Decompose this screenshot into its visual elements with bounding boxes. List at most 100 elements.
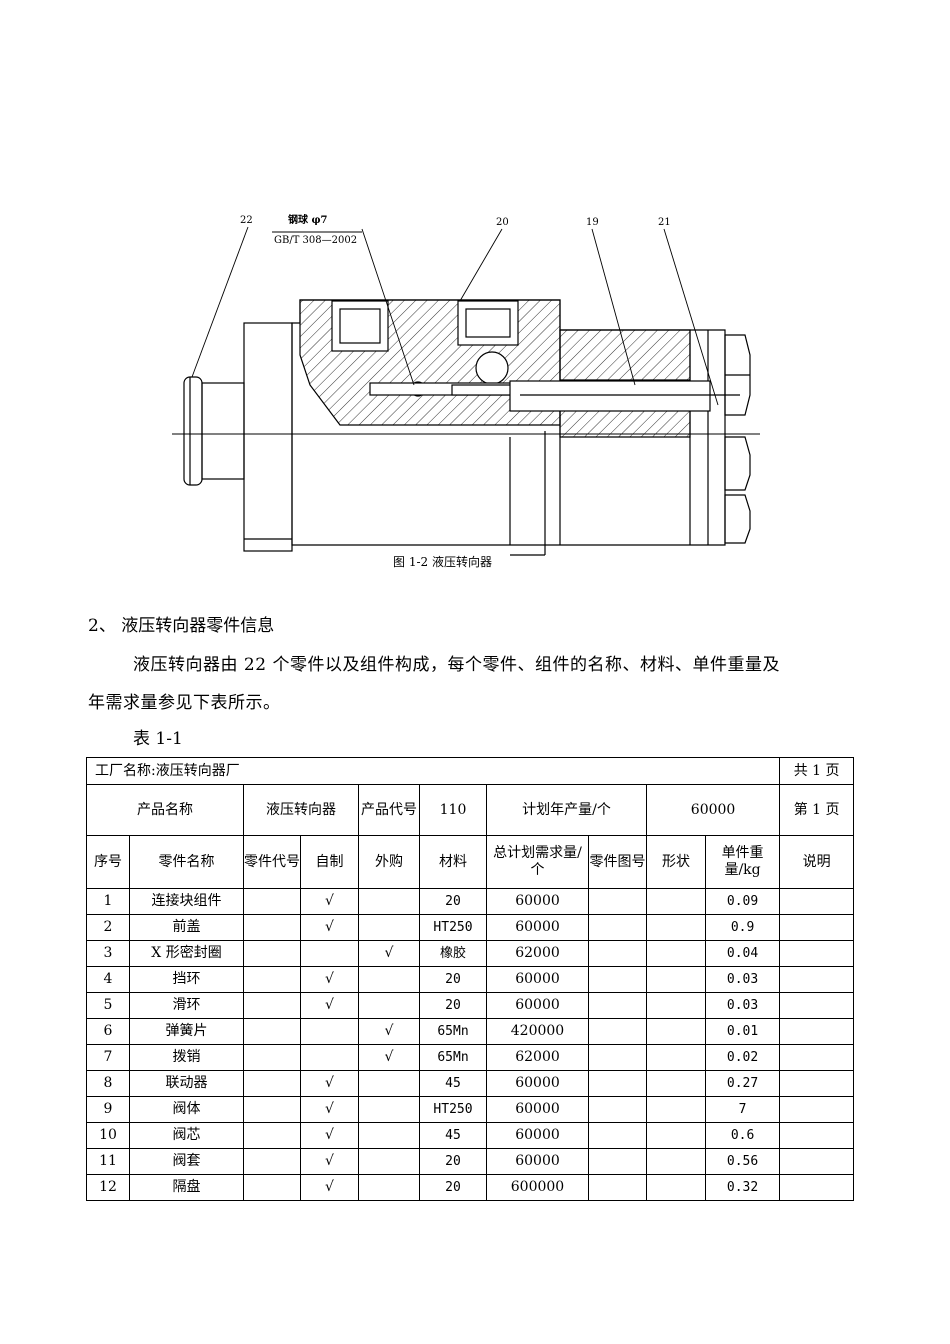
cell-part-name: 弹簧片 xyxy=(129,1018,244,1045)
cell-part-code xyxy=(243,1018,301,1045)
col-header-self-made: 自制 xyxy=(300,835,359,889)
cell-weight: 0.32 xyxy=(704,1174,781,1201)
cell-self-made: √ xyxy=(300,1174,359,1201)
cell-purchased xyxy=(358,992,420,1019)
cell-note xyxy=(779,966,855,993)
cell-purchased xyxy=(358,914,420,941)
col-header-drawing: 零件图号 xyxy=(588,835,647,889)
cell-self-made xyxy=(300,1018,359,1045)
cell-note xyxy=(779,888,855,915)
cell-part-code xyxy=(243,914,301,941)
cell-quantity: 60000 xyxy=(486,888,589,915)
label-steel-ball: 钢球 φ7 xyxy=(288,213,328,226)
cell-quantity: 60000 xyxy=(486,1070,589,1097)
col-header-note: 说明 xyxy=(779,835,855,889)
cell-drawing-no xyxy=(588,888,647,915)
cell-part-code xyxy=(243,1044,301,1071)
cell-quantity: 62000 xyxy=(486,1044,589,1071)
cell-drawing-no xyxy=(588,914,647,941)
product-code-label: 产品代号 xyxy=(358,784,420,836)
cell-note xyxy=(779,1018,855,1045)
cell-note xyxy=(779,992,855,1019)
cell-shape xyxy=(646,1044,706,1071)
cell-drawing-no xyxy=(588,940,647,967)
cell-quantity: 600000 xyxy=(486,1174,589,1201)
cell-material: 20 xyxy=(419,888,487,915)
cell-weight: 0.27 xyxy=(704,1070,781,1097)
cell-material: 20 xyxy=(419,1174,487,1201)
cell-purchased xyxy=(358,966,420,993)
cell-shape xyxy=(646,1174,706,1201)
cell-no: 11 xyxy=(86,1148,130,1175)
cell-part-name: 拨销 xyxy=(129,1044,244,1071)
cell-part-code xyxy=(243,992,301,1019)
cell-self-made xyxy=(300,940,359,967)
cell-shape xyxy=(646,1070,706,1097)
cell-note xyxy=(779,914,855,941)
cell-no: 6 xyxy=(86,1018,130,1045)
cell-note xyxy=(779,1122,855,1149)
cell-note xyxy=(779,1148,855,1175)
cell-weight: 0.03 xyxy=(704,992,781,1019)
cell-shape xyxy=(646,966,706,993)
label-part-21: 21 xyxy=(658,217,671,228)
cell-weight: 0.09 xyxy=(704,888,781,915)
cell-purchased xyxy=(358,1148,420,1175)
cell-part-name: 挡环 xyxy=(129,966,244,993)
cell-part-name: 阀套 xyxy=(129,1148,244,1175)
total-pages-cell: 共 1 页 xyxy=(779,757,855,785)
cell-material: 20 xyxy=(419,992,487,1019)
cell-self-made: √ xyxy=(300,914,359,941)
cell-shape xyxy=(646,992,706,1019)
cell-part-code xyxy=(243,888,301,915)
cell-no: 10 xyxy=(86,1122,130,1149)
cell-self-made: √ xyxy=(300,966,359,993)
cell-material: 65Mn xyxy=(419,1018,487,1045)
label-part-22: 22 xyxy=(240,215,253,226)
cell-material: 45 xyxy=(419,1070,487,1097)
cell-no: 5 xyxy=(86,992,130,1019)
cell-material: 65Mn xyxy=(419,1044,487,1071)
product-name-value: 液压转向器 xyxy=(243,784,359,836)
table-label: 表 1-1 xyxy=(133,729,183,749)
col-header-name: 零件名称 xyxy=(129,835,244,889)
figure-caption: 图 1-2 液压转向器 xyxy=(393,555,492,569)
cell-weight: 0.04 xyxy=(704,940,781,967)
cell-purchased xyxy=(358,1122,420,1149)
plan-output-value: 60000 xyxy=(645,784,781,836)
cell-note xyxy=(779,1070,855,1097)
cell-drawing-no xyxy=(588,992,647,1019)
cell-drawing-no xyxy=(588,1044,647,1071)
cell-quantity: 62000 xyxy=(486,940,589,967)
paragraph-line-2: 年需求量参见下表所示。 xyxy=(88,693,281,713)
plan-output-label: 计划年产量/个 xyxy=(486,784,647,836)
parts-table: 工厂名称:液压转向器厂 共 1 页 产品名称 液压转向器 产品代号 110 计划… xyxy=(85,757,855,1201)
cell-part-code xyxy=(243,966,301,993)
cell-purchased: √ xyxy=(358,1018,420,1045)
cell-purchased: √ xyxy=(358,940,420,967)
cell-part-code xyxy=(243,1070,301,1097)
label-part-20: 20 xyxy=(496,217,509,228)
cell-weight: 0.6 xyxy=(704,1122,781,1149)
cell-no: 8 xyxy=(86,1070,130,1097)
cell-shape xyxy=(646,1018,706,1045)
cell-material: HT250 xyxy=(419,1096,487,1123)
cell-self-made: √ xyxy=(300,1148,359,1175)
cell-note xyxy=(779,1096,855,1123)
cell-material: HT250 xyxy=(419,914,487,941)
cell-no: 4 xyxy=(86,966,130,993)
col-header-purchased: 外购 xyxy=(358,835,420,889)
cell-material: 20 xyxy=(419,1148,487,1175)
cell-material: 20 xyxy=(419,966,487,993)
col-header-code: 零件代号 xyxy=(243,835,301,889)
cell-part-name: 联动器 xyxy=(129,1070,244,1097)
cell-part-name: X 形密封圈 xyxy=(129,940,244,967)
